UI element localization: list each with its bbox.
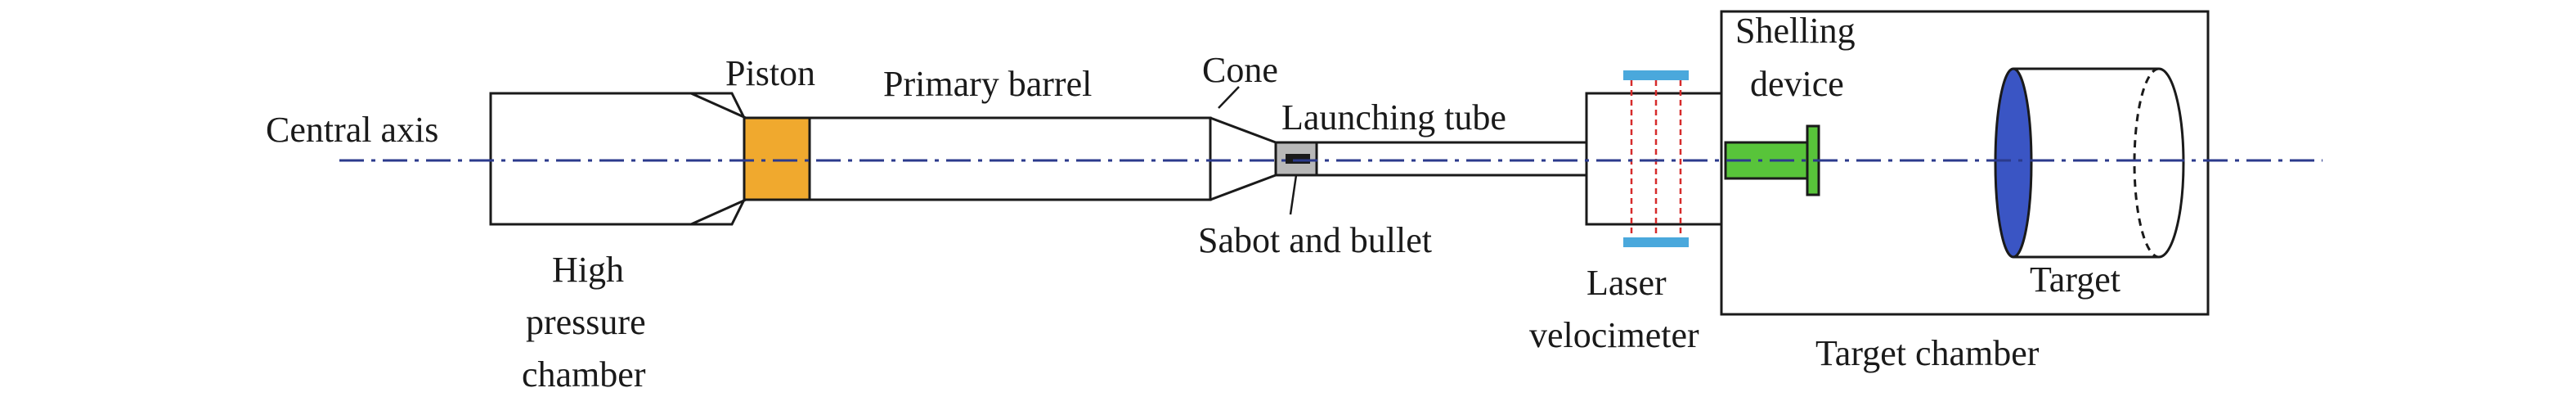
sabot-leader <box>1289 174 1298 215</box>
laser-velocimeter-box <box>1585 92 1723 226</box>
launching-tube <box>1317 141 1586 177</box>
label-laser-velocimeter-line2: velocimeter <box>1529 315 1699 355</box>
target-back-arc <box>2158 67 2185 259</box>
cone-leader <box>1218 86 1240 109</box>
label-piston: Piston <box>725 53 815 93</box>
label-target: Target <box>2030 259 2120 300</box>
label-launching-tube: Launching tube <box>1281 97 1506 138</box>
label-target-chamber: Target chamber <box>1815 333 2040 373</box>
chamber-taper <box>690 92 747 226</box>
primary-barrel <box>808 116 1212 201</box>
cone <box>1209 116 1277 201</box>
high-pressure-chamber <box>489 92 746 226</box>
label-high-pressure-line1: High <box>552 250 624 290</box>
target-back-arc-hidden <box>2133 67 2160 259</box>
piston <box>743 116 811 201</box>
target-chamber <box>1720 10 2210 316</box>
laser-mount-bottom <box>1623 237 1689 247</box>
label-cone: Cone <box>1202 50 1278 90</box>
laser-mount-top <box>1623 70 1689 80</box>
label-central-axis: Central axis <box>266 110 438 150</box>
label-laser-velocimeter-line1: Laser <box>1586 263 1667 303</box>
label-sabot-and-bullet: Sabot and bullet <box>1198 220 1432 260</box>
target-face <box>1994 67 2033 259</box>
label-high-pressure-line3: chamber <box>522 354 646 395</box>
bullet <box>1286 154 1310 164</box>
label-high-pressure-line2: pressure <box>526 302 646 342</box>
label-primary-barrel: Primary barrel <box>883 64 1092 104</box>
label-shelling-device-line2: device <box>1750 64 1844 104</box>
label-shelling-device-line1: Shelling <box>1735 11 1856 51</box>
